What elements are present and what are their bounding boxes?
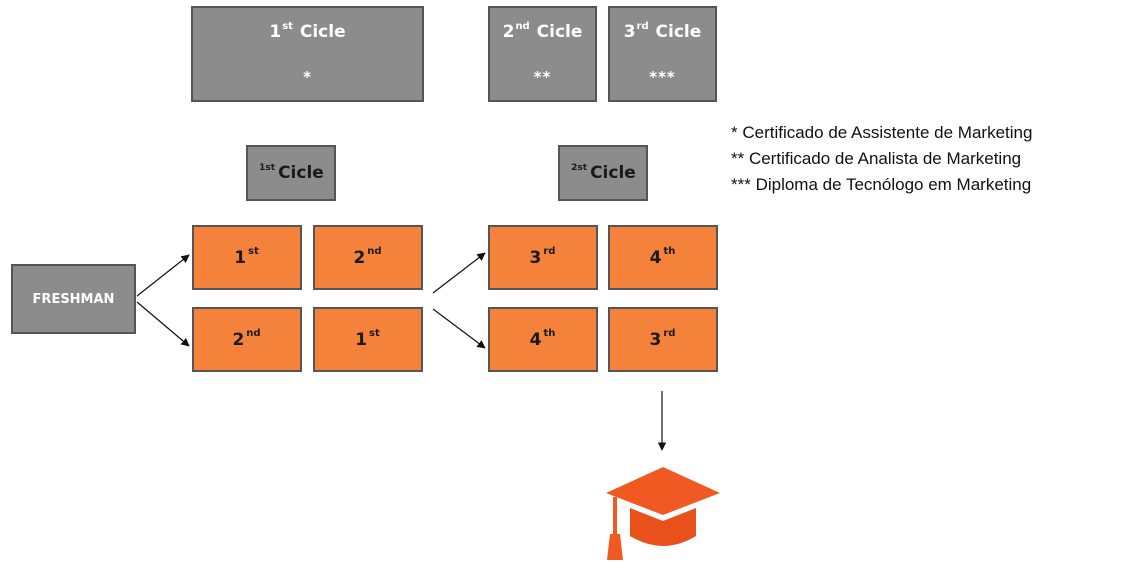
term-number: 1 [234, 247, 247, 268]
freshman-box: FRESHMAN [11, 264, 136, 334]
arrow-cycle1-to-top [432, 252, 486, 294]
cycle-3-stars: *** [649, 68, 676, 86]
term-sup: nd [246, 327, 261, 339]
cycle-3-sup: rd [636, 21, 649, 32]
term-sup: st [369, 327, 380, 339]
term-number: 2 [353, 247, 366, 268]
graduation-cap-icon [606, 467, 720, 560]
cycle-3-number: 3 [623, 22, 636, 42]
cycle-1-sup: st [282, 21, 293, 32]
legend-line-2: ** Certificado de Analista de Marketing [731, 149, 1022, 168]
term-sup: st [248, 245, 259, 257]
mid-cycle-1-sup: 1st [259, 163, 276, 173]
term-number: 3 [529, 247, 542, 268]
arrow-cycle1-to-bottom [432, 308, 486, 349]
cycle-1-word: Cicle [299, 22, 346, 42]
term-sup: th [663, 245, 676, 257]
legend-line-3: *** Diploma de Tecnólogo em Marketing [731, 175, 1032, 194]
legend: * Certificado de Assistente de Marketing… [731, 120, 1032, 198]
term-sup: rd [543, 245, 556, 257]
mid-cycle-1-word: Cicle [278, 163, 324, 183]
arrow-freshman-to-bottom [136, 301, 190, 347]
term-number: 4 [649, 247, 662, 268]
legend-line-1: * Certificado de Assistente de Marketing [731, 123, 1033, 142]
term-sup: nd [367, 245, 382, 257]
cycle-2-stars: ** [533, 68, 552, 86]
cycle-1-number: 1 [269, 22, 282, 42]
cycle-1-stars: * [303, 68, 312, 86]
cycle-2-number: 2 [502, 22, 515, 42]
arrow-freshman-to-top [136, 254, 190, 297]
term-number: 1 [355, 329, 368, 350]
cycle-3-word: Cicle [655, 22, 702, 42]
term-number: 3 [649, 329, 662, 350]
cycle-2-word: Cicle [536, 22, 583, 42]
mid-cycle-2-sup: 2st [571, 163, 588, 173]
mid-cycle-2-word: Cicle [590, 163, 636, 183]
term-sup: rd [663, 327, 676, 339]
term-number: 2 [232, 329, 245, 350]
freshman-label: FRESHMAN [32, 291, 115, 307]
term-number: 4 [529, 329, 542, 350]
cycle-2-sup: nd [515, 21, 530, 32]
term-sup: th [543, 327, 556, 339]
